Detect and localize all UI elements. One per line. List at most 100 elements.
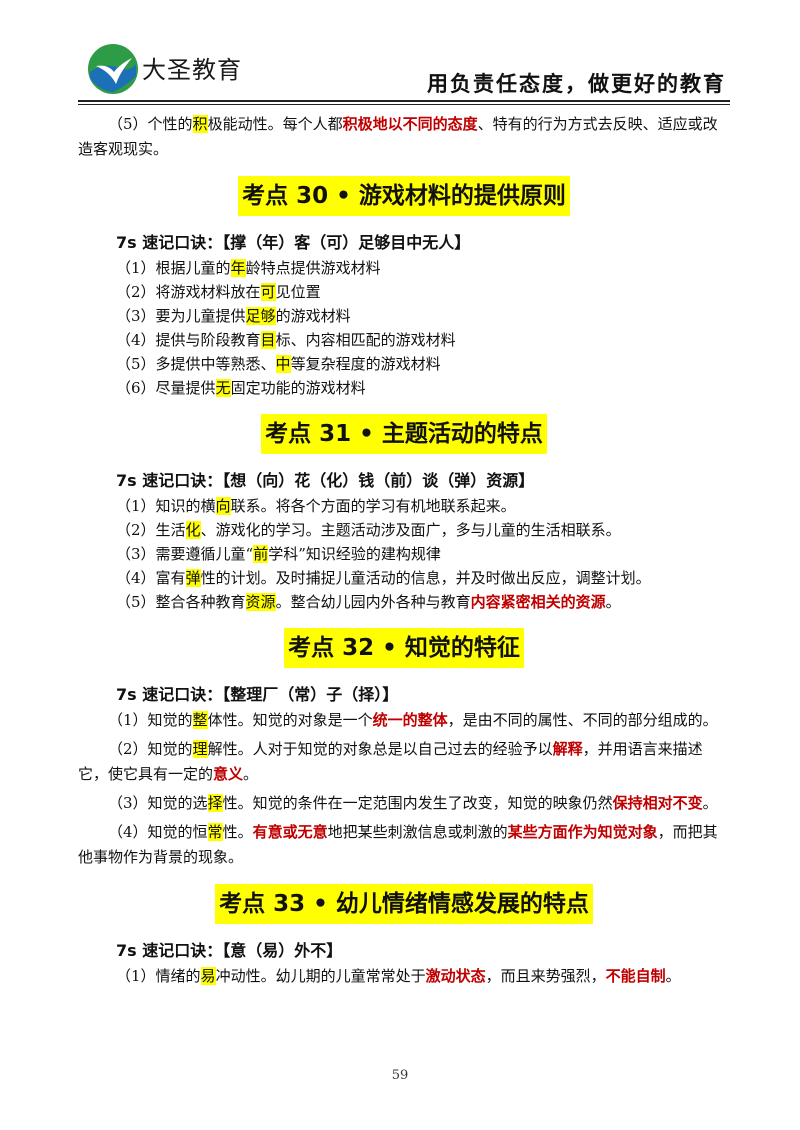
text: ，而且来势强烈，: [485, 967, 606, 985]
emphasis-text: 不能自制: [605, 967, 666, 985]
text: （5）多提供中等熟悉、: [116, 355, 276, 373]
list-item: （3）要为儿童提供足够的游戏材料: [116, 304, 730, 328]
emphasis-text: 内容紧密相关的资源: [470, 593, 606, 611]
text: （2）将游戏材料放在: [116, 283, 261, 301]
text: 标、内容相匹配的游戏材料: [275, 331, 456, 349]
list-item: （2）生活化、游戏化的学习。主题活动涉及面广，多与儿童的生活相联系。: [116, 518, 730, 542]
emphasis-text: 有意或无意: [252, 823, 328, 841]
list-item: （5）多提供中等熟悉、中等复杂程度的游戏材料: [116, 352, 730, 376]
page-header: 大圣教育 用负责任态度，做更好的教育: [78, 38, 730, 100]
text: 。: [702, 794, 718, 812]
emphasis-text: 保持相对不变: [612, 794, 703, 812]
text: （1）知识的横: [116, 497, 216, 515]
list-item: （1）情绪的易冲动性。幼儿期的儿童常常处于激动状态，而且来势强烈，不能自制。: [116, 964, 730, 988]
highlight-text: 无: [215, 379, 231, 397]
highlight-text: 弹: [185, 569, 201, 587]
text: 见位置: [275, 283, 321, 301]
section-heading-33: 考点 33 • 幼儿情绪情感发展的特点: [215, 884, 593, 924]
highlight-text: 目: [260, 331, 276, 349]
brand-name: 大圣教育: [142, 56, 242, 84]
text: （1）知觉的: [108, 711, 193, 729]
text: （2）知觉的: [108, 740, 193, 758]
text: 学科”知识经验的建构规律: [268, 545, 441, 563]
list-item: （6）尽量提供无固定功能的游戏材料: [116, 376, 730, 400]
list-item: （1）知识的横向联系。将各个方面的学习有机地联系起来。: [116, 494, 730, 518]
paragraph-constancy: （4）知觉的恒常性。有意或无意地把某些刺激信息或刺激的某些方面作为知觉对象，而把…: [78, 820, 730, 870]
text: 固定功能的游戏材料: [230, 379, 366, 397]
highlight-text: 积: [192, 115, 208, 133]
highlight-text: 整: [192, 711, 208, 729]
text: 体性。知觉的对象是一个: [207, 711, 373, 729]
highlight-text: 易: [200, 967, 216, 985]
list-item: （4）富有弹性的计划。及时捕捉儿童活动的信息，并及时做出反应，调整计划。: [116, 566, 730, 590]
text: 性。: [222, 823, 253, 841]
text: ，而把其他事物作为背景的现象。: [78, 823, 718, 866]
text: （6）尽量提供: [116, 379, 216, 397]
emphasis-text: 某些方面作为知觉对象: [507, 823, 658, 841]
highlight-text: 足够: [245, 307, 276, 325]
list-item: （3）需要遵循儿童“前学科”知识经验的建构规律: [116, 542, 730, 566]
mnemonic-33: 7s 速记口诀：【意（易）外不】: [116, 941, 343, 960]
text: 。: [243, 765, 259, 783]
text: （5）整合各种教育: [116, 593, 246, 611]
text: （2）生活: [116, 521, 186, 539]
text: （1）情绪的: [116, 967, 201, 985]
text: （1）根据儿童的: [116, 259, 231, 277]
emphasis-text: 解释: [552, 740, 583, 758]
highlight-text: 择: [207, 794, 223, 812]
page-content: （5）个性的积极能动性。每个人都积极地以不同的态度、特有的行为方式去反映、适应或…: [78, 112, 730, 988]
emphasis-text: 统一的整体: [372, 711, 448, 729]
header-rule: [78, 100, 730, 102]
text: （3）要为儿童提供: [116, 307, 246, 325]
text: （4）富有: [116, 569, 186, 587]
header-rule-thin: [78, 104, 730, 105]
mnemonic-32: 7s 速记口诀：【整理厂（常）子（择）】: [116, 685, 399, 704]
text: 性的计划。及时捕捉儿童活动的信息，并及时做出反应，调整计划。: [200, 569, 651, 587]
text: 的游戏材料: [275, 307, 351, 325]
text: 极能动性。每个人都: [207, 115, 343, 133]
list-item: （5）整合各种教育资源。整合幼儿园内外各种与教育内容紧密相关的资源。: [116, 590, 730, 614]
list-item: （2）将游戏材料放在可见位置: [116, 280, 730, 304]
highlight-text: 年: [230, 259, 246, 277]
highlight-text: 常: [207, 823, 223, 841]
list-item: （4）提供与阶段教育目标、内容相匹配的游戏材料: [116, 328, 730, 352]
text: （4）提供与阶段教育: [116, 331, 261, 349]
mnemonic-30: 7s 速记口诀：【撑（年）客（可）足够目中无人】: [116, 233, 471, 252]
text: （3）知觉的选: [108, 794, 208, 812]
highlight-text: 资源: [245, 593, 276, 611]
paragraph-wholeness: （1）知觉的整体性。知觉的对象是一个统一的整体，是由不同的属性、不同的部分组成的…: [78, 708, 730, 733]
header-slogan: 用负责任态度，做更好的教育: [427, 71, 726, 96]
text: 龄特点提供游戏材料: [245, 259, 381, 277]
text: 等复杂程度的游戏材料: [290, 355, 441, 373]
text: 。整合幼儿园内外各种与教育: [275, 593, 471, 611]
paragraph-personality: （5）个性的积极能动性。每个人都积极地以不同的态度、特有的行为方式去反映、适应或…: [78, 112, 730, 162]
highlight-text: 化: [185, 521, 201, 539]
highlight-text: 中: [275, 355, 291, 373]
text: 。: [665, 967, 681, 985]
paragraph-understanding: （2）知觉的理解性。人对于知觉的对象总是以自己过去的经验予以解释，并用语言来描述…: [78, 737, 730, 787]
emphasis-text: 积极地以不同的态度: [342, 115, 478, 133]
section-heading-32: 考点 32 • 知觉的特征: [284, 628, 524, 668]
text: （5）个性的: [108, 115, 193, 133]
emphasis-text: 激动状态: [425, 967, 486, 985]
text: 联系。将各个方面的学习有机地联系起来。: [230, 497, 516, 515]
emphasis-text: 意义: [213, 765, 244, 783]
highlight-text: 理: [192, 740, 208, 758]
text: 地把某些刺激信息或刺激的: [327, 823, 508, 841]
text: 冲动性。幼儿期的儿童常常处于: [215, 967, 426, 985]
section-heading-31: 考点 31 • 主题活动的特点: [261, 414, 547, 454]
text: 、游戏化的学习。主题活动涉及面广，多与儿童的生活相联系。: [200, 521, 621, 539]
page-number: 59: [391, 1068, 409, 1083]
list-item: （1）根据儿童的年龄特点提供游戏材料: [116, 256, 730, 280]
text: （3）需要遵循儿童“: [116, 545, 254, 563]
text: ，是由不同的属性、不同的部分组成的。: [447, 711, 718, 729]
text: 性。知觉的条件在一定范围内发生了改变，知觉的映象仍然: [222, 794, 613, 812]
highlight-text: 向: [215, 497, 231, 515]
mnemonic-31: 7s 速记口诀：【想（向）花（化）钱（前）谈（弹）资源】: [116, 471, 535, 490]
highlight-text: 可: [260, 283, 276, 301]
paragraph-selectivity: （3）知觉的选择性。知觉的条件在一定范围内发生了改变，知觉的映象仍然保持相对不变…: [78, 791, 730, 816]
bird-globe-logo-icon: [88, 44, 138, 94]
text: ，并用语言来描述它，使它具有一定的: [78, 740, 703, 783]
text: 解性。人对于知觉的对象总是以自己过去的经验予以: [207, 740, 553, 758]
text: 、特有的行为方式去反映、适应或改造客观现实。: [78, 115, 718, 158]
